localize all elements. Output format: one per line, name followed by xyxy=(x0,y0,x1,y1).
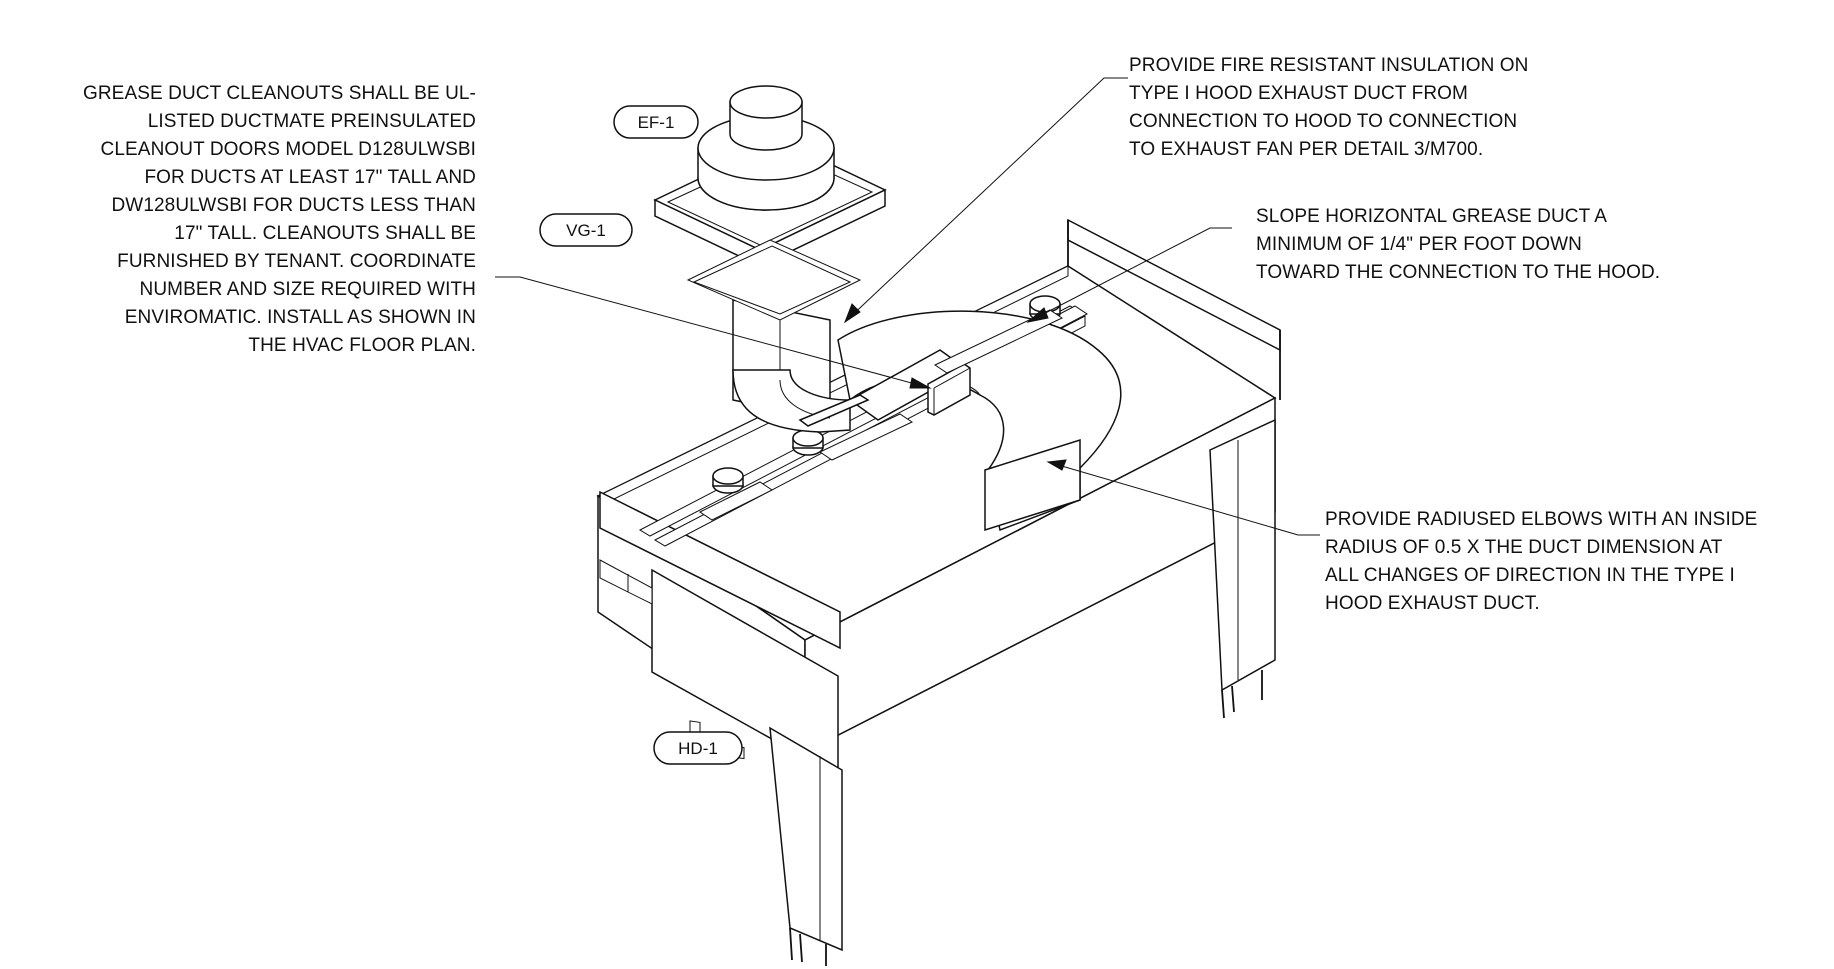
note-line: NUMBER AND SIZE REQUIRED WITH xyxy=(139,279,476,300)
note-line: TYPE I HOOD EXHAUST DUCT FROM xyxy=(1129,83,1468,104)
note-grease-cleanouts: GREASE DUCT CLEANOUTS SHALL BE UL- LISTE… xyxy=(83,80,476,360)
note-line: TOWARD THE CONNECTION TO THE HOOD. xyxy=(1256,262,1661,283)
note-line: RADIUS OF 0.5 X THE DUCT DIMENSION AT xyxy=(1325,537,1723,558)
hood-back-wall xyxy=(1067,218,1281,400)
note-line: TO EXHAUST FAN PER DETAIL 3/M700. xyxy=(1129,139,1484,160)
note-line: THE HVAC FLOOR PLAN. xyxy=(248,335,476,356)
note-slope-grease-duct: SLOPE HORIZONTAL GREASE DUCT A MINIMUM O… xyxy=(1256,203,1660,287)
note-line: ALL CHANGES OF DIRECTION IN THE TYPE I xyxy=(1325,565,1735,586)
note-line: SLOPE HORIZONTAL GREASE DUCT A xyxy=(1256,206,1608,227)
tag-ef-1-label: EF-1 xyxy=(638,113,675,132)
note-line: GREASE DUCT CLEANOUTS SHALL BE UL- xyxy=(82,83,476,104)
exhaust-fan xyxy=(653,85,887,321)
tag-hd-1-label: HD-1 xyxy=(678,739,718,758)
hood-supports xyxy=(769,418,1276,966)
note-line: FURNISHED BY TENANT. COORDINATE xyxy=(117,251,476,272)
note-line: FOR DUCTS AT LEAST 17" TALL AND xyxy=(144,167,476,188)
note-line: HOOD EXHAUST DUCT. xyxy=(1325,593,1540,614)
vertical-exhaust-duct xyxy=(732,299,870,433)
leader-lines xyxy=(495,77,1320,536)
note-line: MINIMUM OF 1/4" PER FOOT DOWN xyxy=(1256,234,1582,255)
tag-vg-1: VG-1 xyxy=(539,213,633,247)
note-line: ENVIROMATIC. INSTALL AS SHOWN IN xyxy=(124,307,476,328)
tag-hd-1: HD-1 xyxy=(653,731,743,765)
hood-lights xyxy=(712,295,1061,494)
note-line: LISTED DUCTMATE PREINSULATED xyxy=(147,111,476,132)
tag-vg-1-label: VG-1 xyxy=(566,221,606,240)
note-radiused-elbows: PROVIDE RADIUSED ELBOWS WITH AN INSIDE R… xyxy=(1325,506,1757,618)
note-line: DW128ULWSBI FOR DUCTS LESS THAN xyxy=(111,195,476,216)
note-line: 17" TALL. CLEANOUTS SHALL BE xyxy=(174,223,476,244)
note-line: CONNECTION TO HOOD TO CONNECTION xyxy=(1129,111,1518,132)
note-line: PROVIDE FIRE RESISTANT INSULATION ON xyxy=(1129,55,1529,76)
note-line: CLEANOUT DOORS MODEL D128ULWSBI xyxy=(100,139,476,160)
note-fire-insulation: PROVIDE FIRE RESISTANT INSULATION ON TYP… xyxy=(1129,52,1529,164)
tag-ef-1: EF-1 xyxy=(613,105,699,139)
note-line: PROVIDE RADIUSED ELBOWS WITH AN INSIDE xyxy=(1325,509,1758,530)
